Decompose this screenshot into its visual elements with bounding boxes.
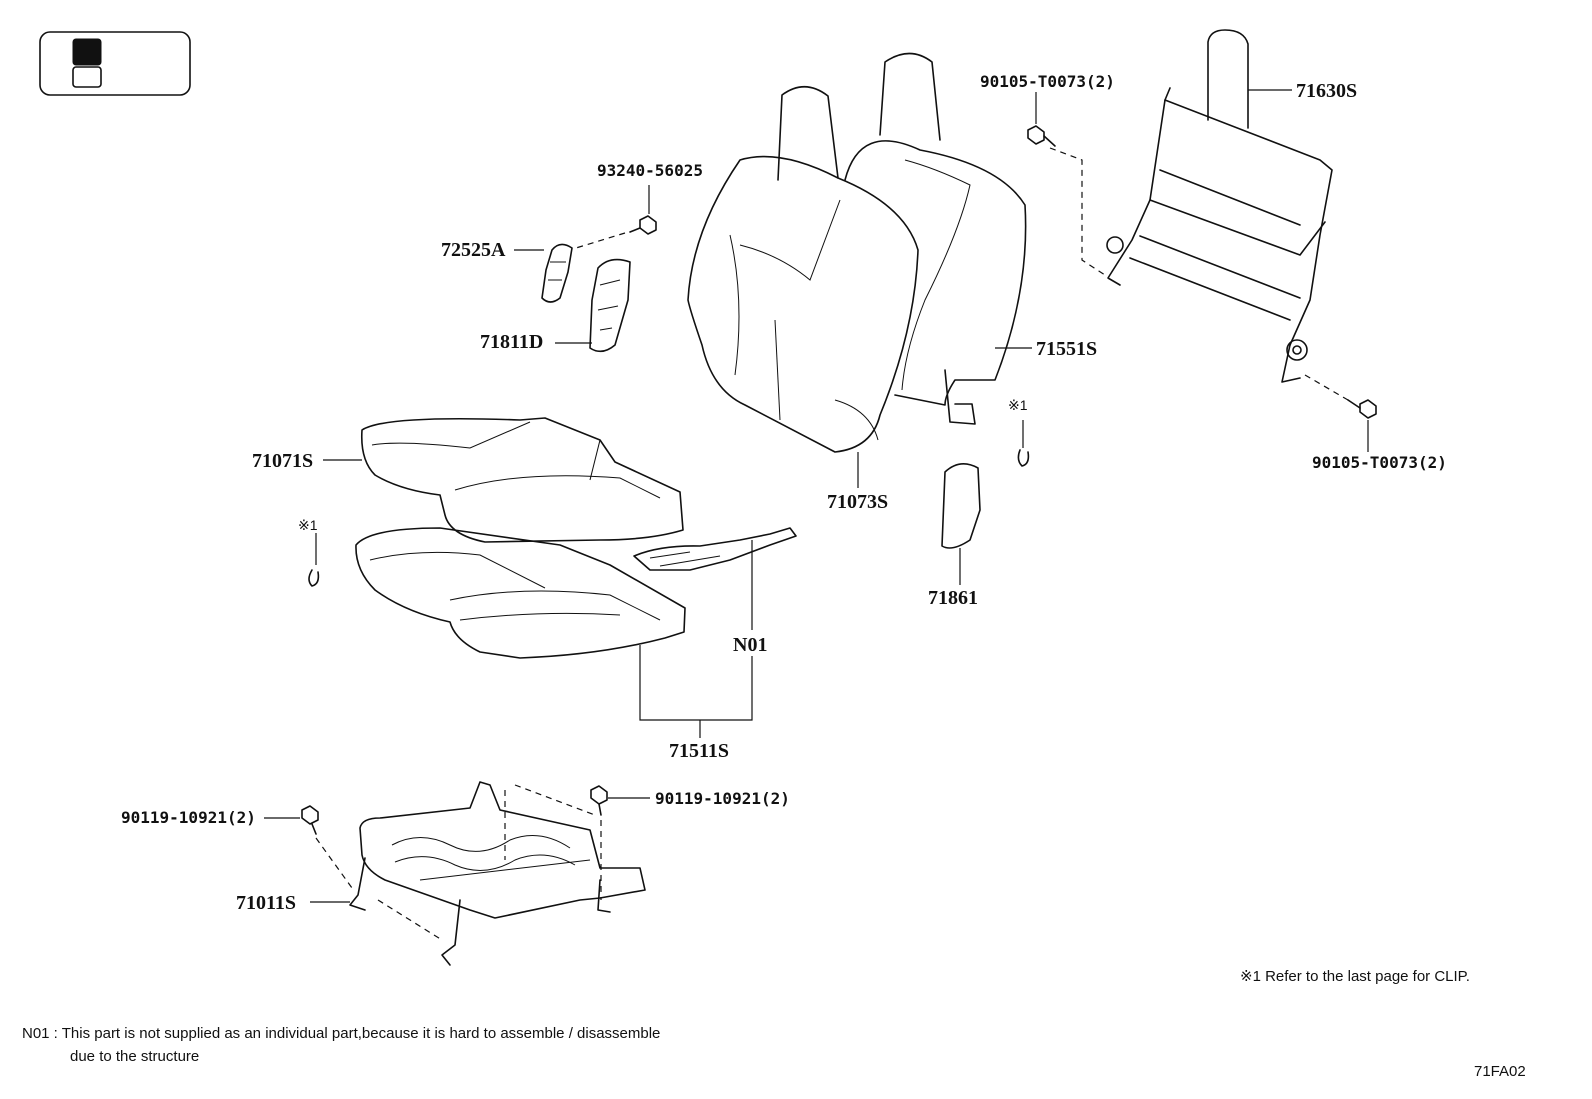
label-71861: 71861 xyxy=(928,587,978,609)
seat-cushion-cover-71071S-illustration xyxy=(360,417,684,543)
label-N01: N01 xyxy=(733,634,767,656)
clip-right-icon xyxy=(1017,420,1030,467)
n01-note-line2: due to the structure xyxy=(70,1048,199,1065)
clip-left-icon xyxy=(308,533,320,587)
label-71511S: 71511S xyxy=(669,740,729,762)
clip-mark-left: ※1 xyxy=(298,517,318,533)
leader-lines xyxy=(264,89,1369,903)
clip-mark-right: ※1 xyxy=(1008,397,1028,413)
label-90105-bottom: 90105-T0073(2) xyxy=(1312,453,1447,472)
label-90119-right: 90119-10921(2) xyxy=(655,789,790,808)
bolt-90119-right-icon xyxy=(590,785,608,816)
bolt-93240-icon xyxy=(629,215,657,235)
cover-71811D-illustration xyxy=(589,258,631,353)
seatback-pad-71551S-illustration xyxy=(844,52,1027,425)
label-90105-top: 90105-T0073(2) xyxy=(980,72,1115,91)
bolt-90105-top-icon xyxy=(1027,125,1056,147)
heater-wiring-N01-illustration xyxy=(633,527,797,571)
clip-reference-note: ※1 Refer to the last page for CLIP. xyxy=(1240,968,1470,985)
label-71011S: 71011S xyxy=(236,892,296,914)
n01-note-line1: N01 : This part is not supplied as an in… xyxy=(22,1025,660,1042)
bolt-90105-bottom-icon xyxy=(1347,399,1377,419)
seat-position-legend-icon xyxy=(39,31,191,96)
label-71073S: 71073S xyxy=(827,491,888,513)
seat-frame-71011S-illustration xyxy=(349,781,646,966)
cover-71861-illustration xyxy=(941,463,981,549)
seat-cushion-pad-71511S-illustration xyxy=(355,527,686,659)
label-90119-left: 90119-10921(2) xyxy=(121,808,256,827)
label-71071S: 71071S xyxy=(252,450,313,472)
diagram-code: 71FA02 xyxy=(1474,1063,1526,1080)
label-71811D: 71811D xyxy=(480,331,543,353)
seatback-cover-71073S-illustration xyxy=(687,85,919,453)
label-93240: 93240-56025 xyxy=(597,161,703,180)
bolt-90119-left-icon xyxy=(301,805,319,835)
label-72525A: 72525A xyxy=(441,239,506,261)
seatback-frame-71630S-illustration xyxy=(1106,29,1333,383)
label-71551S: 71551S xyxy=(1036,338,1097,360)
label-71630S: 71630S xyxy=(1296,80,1357,102)
bezel-72525A-illustration xyxy=(541,243,573,303)
